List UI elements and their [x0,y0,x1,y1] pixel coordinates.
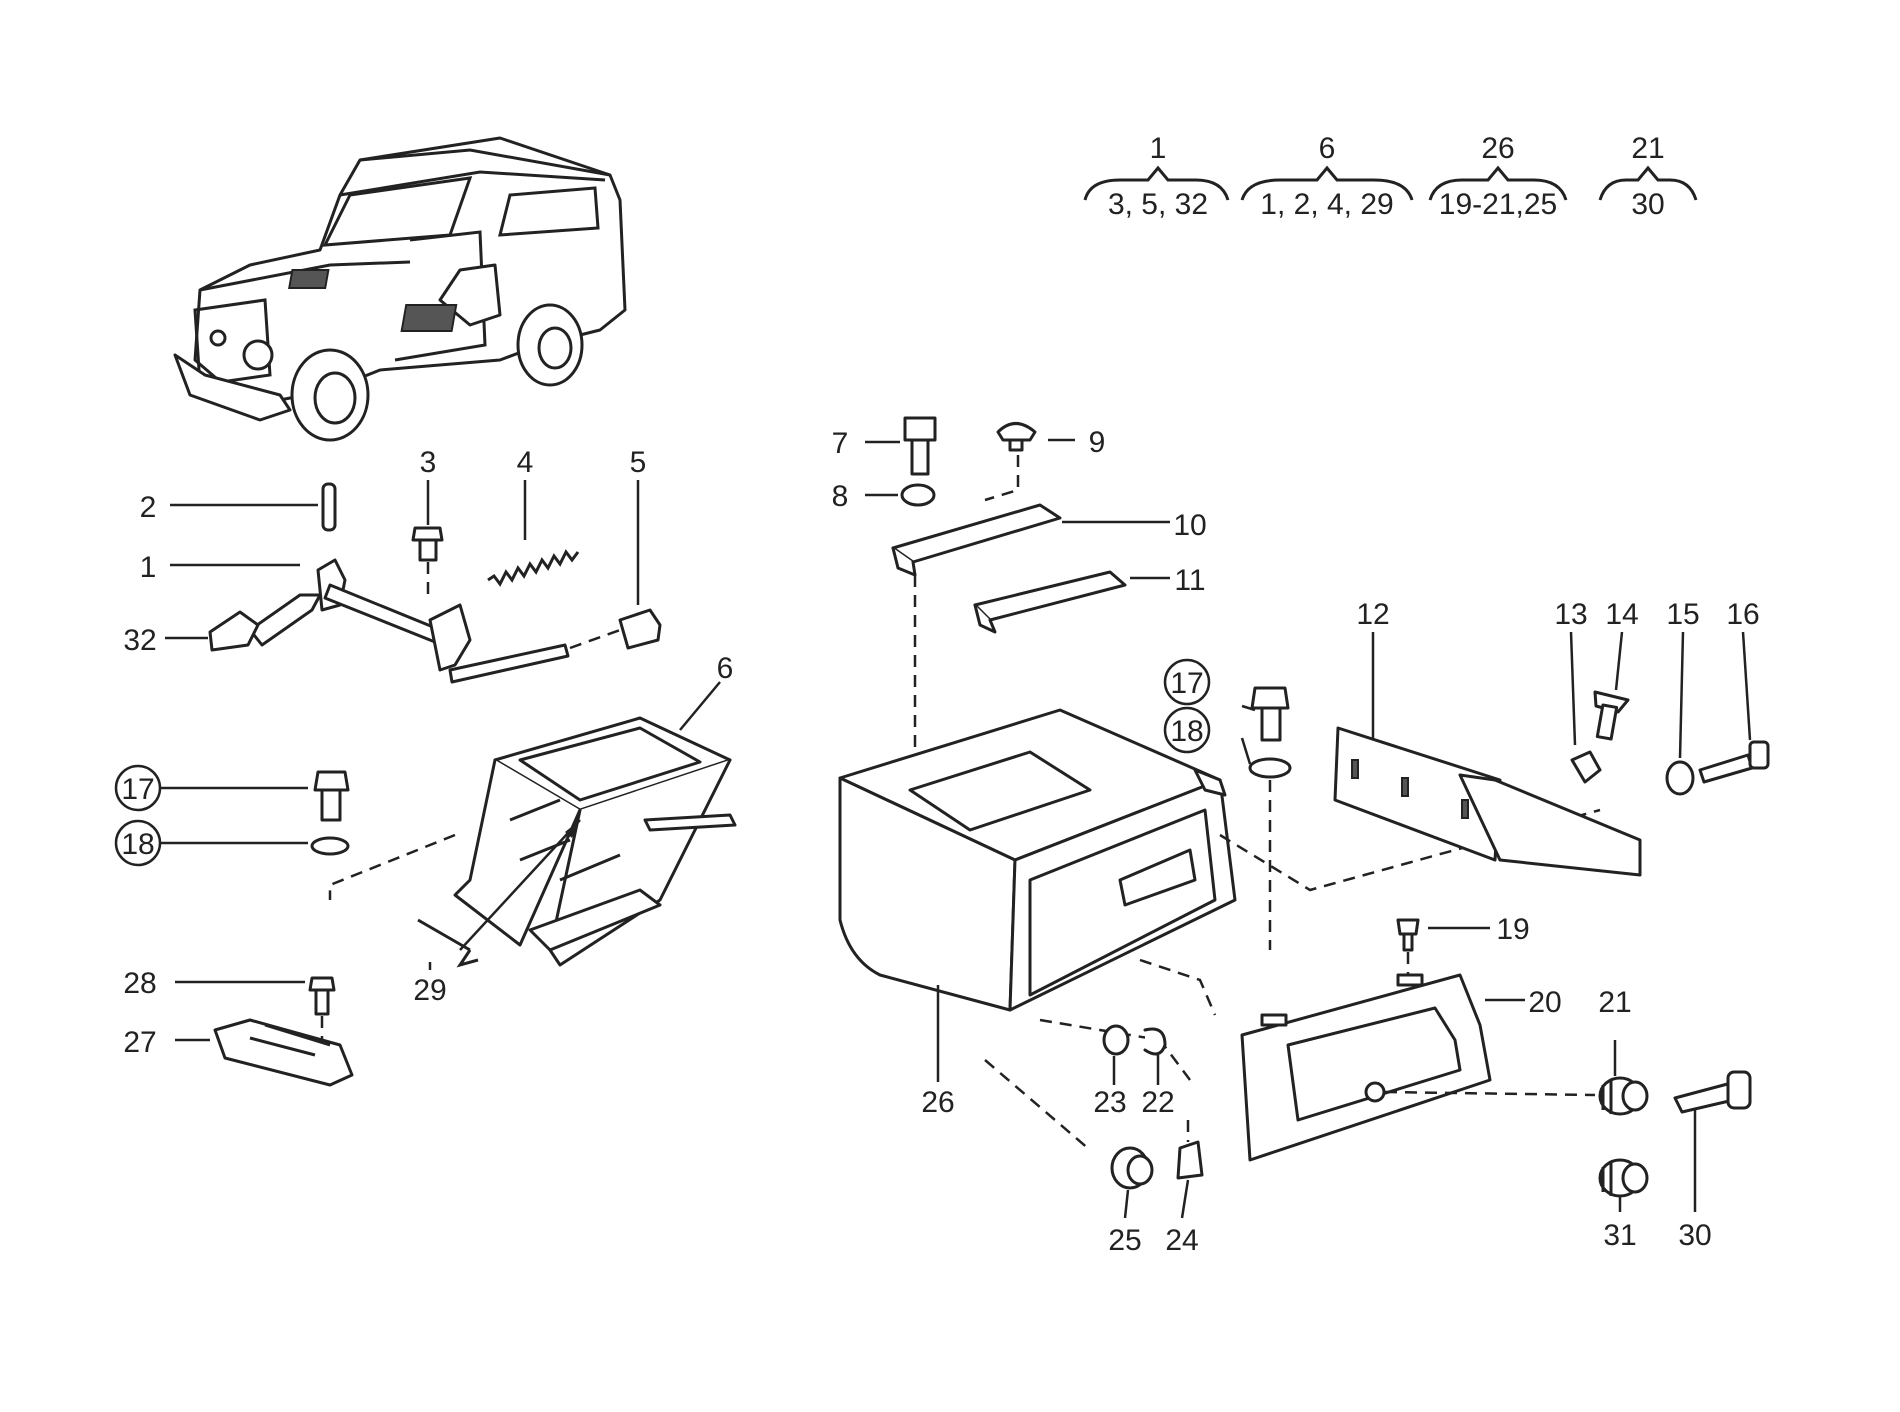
callout-circle [1163,658,1211,706]
label-11: 11 [1174,564,1205,597]
group-header-21: 21 30 [1598,132,1698,221]
label-13: 13 [1554,598,1587,631]
label-5: 5 [630,446,647,479]
group-top: 21 [1631,132,1664,165]
group-brace [1598,165,1698,201]
label-10: 10 [1173,509,1206,542]
label-22: 22 [1141,1086,1174,1119]
label-7: 7 [832,427,849,460]
group-top: 1 [1150,132,1167,165]
label-23: 23 [1093,1086,1126,1119]
label-29: 29 [413,974,446,1007]
group-brace [1428,165,1568,201]
lock-parts [1102,1024,1752,1198]
group-top: 26 [1481,132,1514,165]
label-17-right: 17 [1170,667,1203,700]
label-3: 3 [420,446,437,479]
storage-box [838,708,1601,1151]
label-24: 24 [1165,1224,1198,1257]
label-19: 19 [1496,913,1529,946]
lever-assembly [208,482,662,684]
seat-frame [328,716,737,968]
label-16: 16 [1726,598,1759,631]
group-header-1: 1 3, 5, 32 [1083,132,1230,221]
label-14: 14 [1605,598,1638,631]
callout-circle [114,819,162,867]
label-8: 8 [832,480,849,513]
part-labels: 2 1 32 3 4 5 6 17 18 28 27 29 7 8 9 10 1… [121,426,1759,1257]
pad-27 [213,976,354,1087]
callout-circle [1163,706,1211,754]
callout-circle [114,764,162,812]
vehicle-illustration [173,136,627,442]
label-21: 21 [1598,986,1631,1019]
label-6: 6 [717,652,734,685]
bolt-washer-right [1248,686,1292,779]
label-1: 1 [140,551,157,584]
label-2: 2 [140,491,157,524]
label-26: 26 [921,1086,954,1119]
label-25: 25 [1108,1224,1141,1257]
label-18-right: 18 [1170,715,1203,748]
label-30: 30 [1678,1219,1711,1252]
group-bottom: 19-21,25 [1439,188,1557,221]
label-15: 15 [1666,598,1699,631]
leader-lines [160,438,1752,1219]
label-12: 12 [1356,598,1389,631]
label-9: 9 [1089,426,1106,459]
label-18-left: 18 [121,828,154,861]
group-bottom: 30 [1631,188,1664,221]
label-20: 20 [1528,986,1561,1019]
mounting-rails [891,416,1127,760]
group-top: 6 [1319,132,1336,165]
lid-20 [1240,918,1596,1162]
group-bottom: 1, 2, 4, 29 [1260,188,1393,221]
bracket-12 [1333,690,1770,877]
group-brace [1083,165,1230,201]
label-17-left: 17 [121,773,154,806]
label-31: 31 [1603,1219,1636,1252]
label-32: 32 [123,624,156,657]
group-brace [1240,165,1414,201]
label-4: 4 [517,446,534,479]
group-header-6: 6 1, 2, 4, 29 [1240,132,1414,221]
group-bottom: 3, 5, 32 [1108,188,1208,221]
label-27: 27 [123,1026,156,1059]
group-header-26: 26 19-21,25 [1428,132,1568,221]
label-28: 28 [123,967,156,1000]
bolt-washer-left [310,770,350,856]
